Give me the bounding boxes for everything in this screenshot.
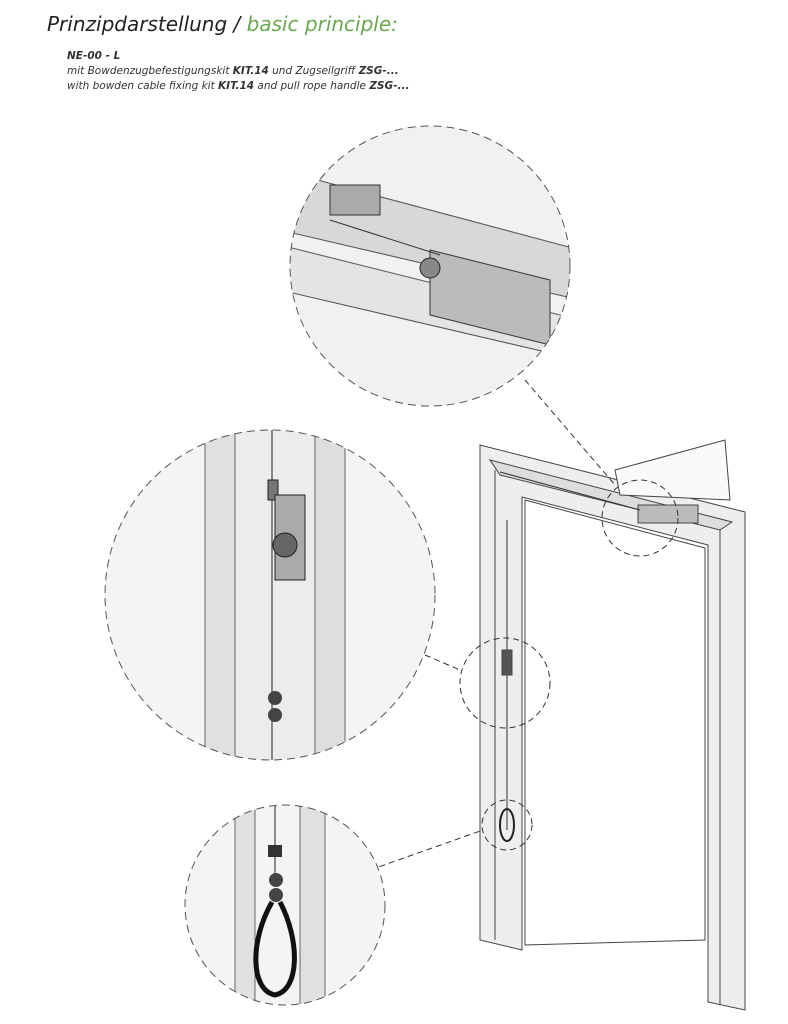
- page-title: Prinzipdarstellung / basic principle:: [47, 12, 398, 36]
- detail-circle-bottom: [184, 804, 386, 1006]
- handle-code: ZSG-...: [369, 80, 410, 92]
- kit-code: KIT.14: [218, 80, 255, 92]
- detail-circle-middle: [104, 429, 436, 761]
- detail-pull-handle: [185, 805, 385, 1005]
- desc-en-text: with bowden cable fixing kit: [67, 80, 219, 92]
- title-german: Prinzipdarstellung: [47, 12, 228, 36]
- title-separator: /: [227, 12, 247, 36]
- marker-closer: [601, 479, 679, 557]
- marker-pull-handle: [481, 799, 533, 851]
- door-frame: [479, 439, 746, 1011]
- handle-code: ZSG-...: [358, 65, 399, 77]
- model-label: NE-00 - L: [67, 50, 121, 62]
- detail-circle-top: [289, 125, 571, 407]
- detail-closer: [290, 126, 570, 406]
- kit-code: KIT.14: [232, 65, 269, 77]
- desc-en-text: and pull rope handle: [254, 80, 370, 92]
- description-german: mit Bowdenzugbefestigungskit KIT.14 und …: [67, 65, 399, 77]
- detail-cable-fixing: [105, 430, 435, 760]
- desc-de-text: und Zugseilgriff: [268, 65, 359, 77]
- detail-markers: [369, 379, 679, 871]
- marker-cable-fixing: [459, 637, 551, 729]
- description-english: with bowden cable fixing kit KIT.14 and …: [67, 80, 409, 92]
- title-english: basic principle:: [246, 12, 398, 36]
- desc-de-text: mit Bowdenzugbefestigungskit: [67, 65, 233, 77]
